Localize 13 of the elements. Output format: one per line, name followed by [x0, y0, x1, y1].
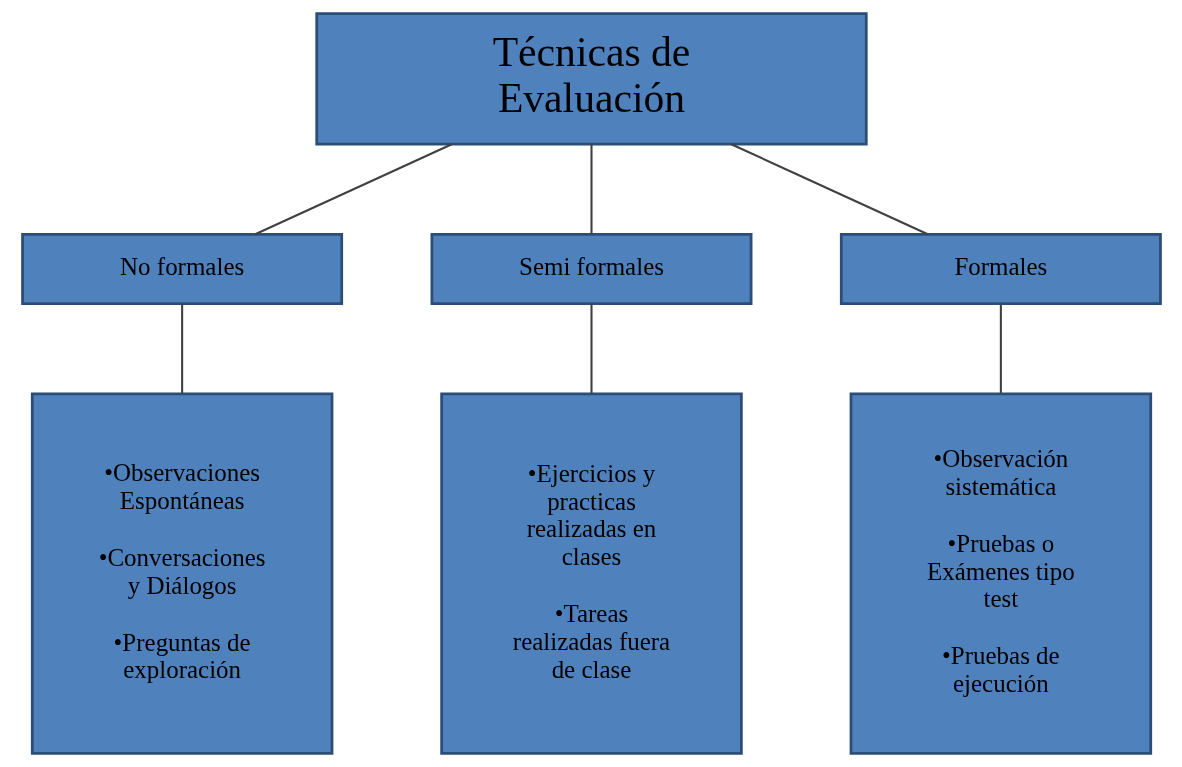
connector: [180, 303, 183, 394]
node-box: Semi formales: [430, 232, 752, 306]
node-box: Técnicas de Evaluación: [314, 12, 868, 146]
connector: [589, 144, 593, 234]
node-box: Formales: [839, 232, 1162, 306]
node-box: •Observaciones Espontáneas •Conversaciones y Diálogos •Preguntas de exploración: [30, 392, 333, 755]
node-box: •Ejercicios y practicas realizadas en clases •Tareas realizadas fuera de clase: [439, 392, 743, 755]
connector: [999, 303, 1002, 394]
node-box: •Observación sistemática •Pruebas o Exámenes tipo test •Pruebas de ejecución: [849, 392, 1152, 755]
connector: [589, 303, 593, 394]
connector: [254, 143, 452, 236]
connector: [730, 143, 928, 236]
node-box: No formales: [20, 232, 343, 306]
